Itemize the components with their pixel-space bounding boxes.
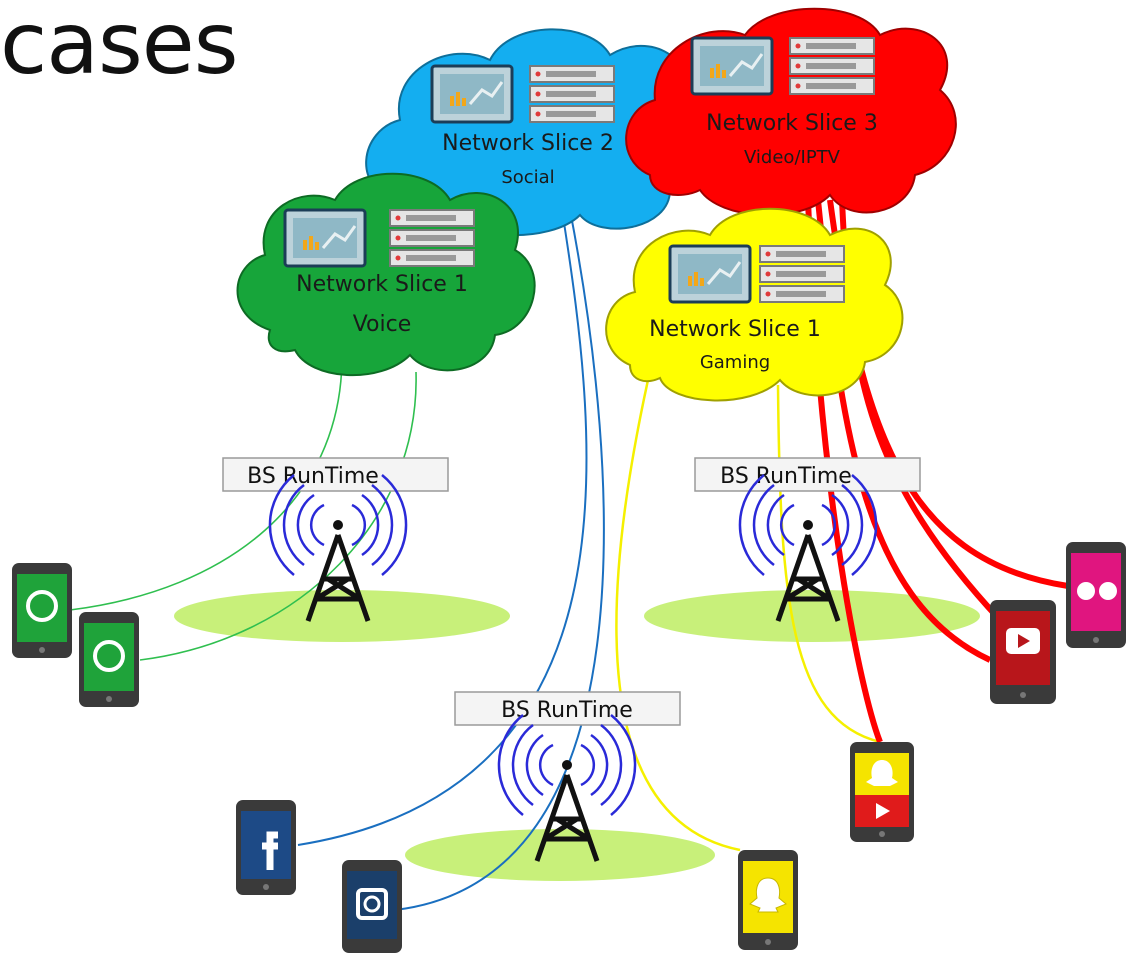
runtime-label-left: BS RunTime — [247, 464, 379, 489]
slice-1-voice-sub: Voice — [353, 312, 412, 337]
coverage-ellipse-left — [174, 590, 510, 642]
flickr-phone-icon — [1066, 542, 1126, 648]
cloud-slice-1-voice: Network Slice 1 Voice — [236, 172, 536, 377]
cloud-slice-1-gaming: Network Slice 1 Gaming — [605, 207, 904, 402]
runtime-label-center: BS RunTime — [501, 698, 633, 723]
cloud-slice-3-video: Network Slice 3 Video/IPTV — [625, 7, 957, 217]
slice-3-sub: Video/IPTV — [744, 147, 841, 168]
slice-1-voice-name: Network Slice 1 — [296, 272, 468, 297]
slice-3-name: Network Slice 3 — [706, 111, 878, 136]
runtime-box-center: BS RunTime — [454, 691, 681, 726]
snapchat-phone-icon — [738, 850, 798, 950]
whatsapp-phone-2-icon — [79, 612, 139, 707]
cloud-slice-2-social: Network Slice 2 Social — [365, 28, 707, 237]
facebook-phone-icon — [236, 800, 296, 895]
slice-2-sub: Social — [501, 167, 554, 188]
snapchat-youtube-phone-icon — [850, 742, 914, 842]
runtime-label-right: BS RunTime — [720, 464, 852, 489]
page-title: cases — [0, 0, 239, 94]
slice-1-gaming-sub: Gaming — [700, 352, 770, 373]
slice-2-name: Network Slice 2 — [442, 131, 614, 156]
slice-1-gaming-name: Network Slice 1 — [649, 317, 821, 342]
whatsapp-phone-1-icon — [12, 563, 72, 658]
coverage-ellipse-right — [644, 590, 980, 642]
coverage-ellipse-center — [405, 829, 715, 881]
social-links — [297, 209, 605, 911]
runtime-box-left: BS RunTime — [222, 457, 449, 492]
instagram-phone-icon — [342, 860, 402, 953]
runtime-box-right: BS RunTime — [694, 457, 921, 492]
youtube-phone-icon — [990, 600, 1056, 704]
voice-links — [69, 359, 417, 661]
